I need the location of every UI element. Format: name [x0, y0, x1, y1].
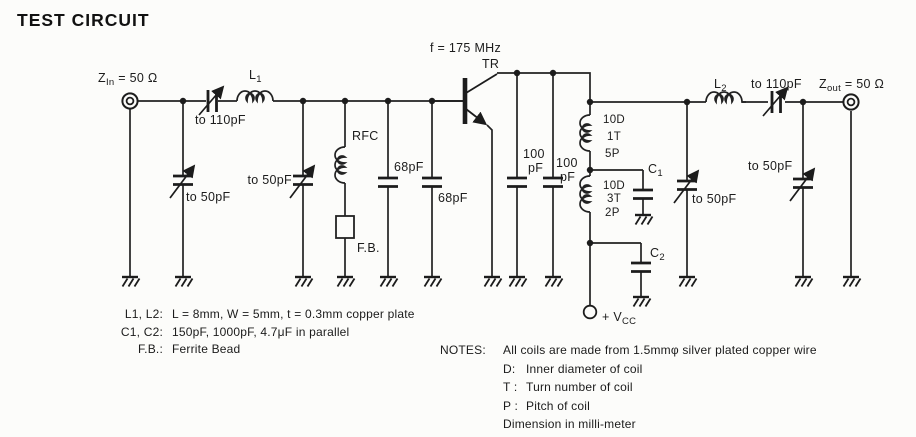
- capacitor-c2: [629, 261, 653, 273]
- vcc-terminal: [582, 304, 598, 320]
- inductor-l1: [236, 90, 274, 104]
- variable-capacitor-output-shunt-1: [673, 169, 700, 204]
- rfc-coil: [334, 146, 348, 184]
- legend-row-c1-c2: C1, C2: 150pF, 1000pF, 4.7μF in parallel: [112, 324, 415, 339]
- ferrite-bead-symbol: [335, 215, 355, 239]
- capacitor-c1: [631, 188, 655, 200]
- output-connector: [842, 93, 860, 111]
- page-title: TEST CIRCUIT: [17, 10, 150, 30]
- zout-label: Zout = 50 Ω: [819, 77, 884, 94]
- capacitor-100pf-1: [505, 176, 529, 188]
- coil-top-annotation: 10D 1T 5P: [603, 114, 625, 160]
- notes-key: D:: [503, 361, 516, 376]
- notes-head: NOTES: All coils are made from 1.5mmφ si…: [440, 344, 817, 357]
- wires: [129, 72, 852, 306]
- variable-capacitor-output-series: [762, 86, 789, 117]
- notes-intro: All coils are made from 1.5mmφ silver pl…: [503, 343, 817, 357]
- collector-coil-bottom: [579, 175, 593, 213]
- inductor-l2: [705, 91, 746, 105]
- notes-item-t: T : Turn number of coil: [503, 381, 817, 394]
- svg-text:5P: 5P: [605, 148, 620, 160]
- junction-dots: [179, 69, 807, 247]
- to-50pf-label-1: to 50pF: [186, 190, 231, 204]
- vcc-label: + VCC: [602, 310, 636, 327]
- capacitor-68pf-2: [420, 176, 444, 188]
- cap-100pf-label-1-line1: 100: [523, 147, 545, 161]
- ferrite-bead-label: F.B.: [357, 241, 380, 255]
- svg-text:2P: 2P: [605, 207, 620, 219]
- c1-label: C1: [648, 162, 663, 179]
- input-connector: [121, 92, 139, 110]
- legend-label: L1, L2:: [124, 307, 163, 321]
- coil-bottom-annotation: 10D 3T 2P: [603, 180, 625, 219]
- svg-text:10D: 10D: [603, 114, 625, 126]
- transistor-symbol: [432, 73, 498, 126]
- to-50pf-label-3: to 50pF: [692, 192, 737, 206]
- c2-label: C2: [650, 246, 665, 263]
- legend-label: C1, C2:: [120, 324, 163, 339]
- collector-coil-top: [579, 114, 593, 152]
- cap-100pf-label-1-line2: pF: [528, 161, 543, 175]
- legend-text: L = 8mm, W = 5mm, t = 0.3mm copper plate: [172, 307, 415, 321]
- legend-text: Ferrite Bead: [172, 342, 241, 357]
- zin-label: ZIn = 50 Ω: [98, 71, 158, 88]
- freq-label: f = 175 MHz: [430, 41, 501, 55]
- svg-text:1T: 1T: [607, 131, 621, 143]
- capacitor-68pf-1: [376, 176, 400, 188]
- notes-heading: NOTES:: [440, 343, 486, 357]
- rfc-label: RFC: [352, 129, 379, 143]
- cap-100pf-label-2-line1: 100: [556, 156, 578, 170]
- to-50pf-label-2: to 50pF: [248, 173, 293, 187]
- component-legend: L1, L2: L = 8mm, W = 5mm, t = 0.3mm copp…: [112, 308, 415, 361]
- notes-text: Inner diameter of coil: [526, 361, 643, 376]
- transistor-label: TR: [482, 57, 499, 71]
- variable-capacitor-input-series: [198, 85, 225, 116]
- legend-text: 150pF, 1000pF, 4.7μF in parallel: [172, 324, 350, 339]
- l1-label: L1: [249, 68, 262, 85]
- l2-label: L2: [714, 77, 727, 94]
- variable-capacitor-base-shunt: [289, 164, 316, 199]
- to-50pf-label-4: to 50pF: [748, 159, 793, 173]
- notes-text: Turn number of coil: [526, 380, 633, 394]
- notes-key: P :: [503, 398, 519, 413]
- notes-key: T :: [503, 380, 518, 394]
- variable-capacitor-output-shunt-2: [789, 167, 816, 202]
- notes-block: NOTES: All coils are made from 1.5mmφ si…: [440, 344, 817, 431]
- svg-text:3T: 3T: [607, 193, 621, 205]
- notes-footer: Dimension in milli-meter: [503, 417, 636, 431]
- to-110pf-label-input: to 110pF: [195, 113, 246, 127]
- cap-100pf-label-2-line2: pF: [560, 170, 575, 184]
- cap-68pf-label-1: 68pF: [394, 160, 424, 174]
- notes-item-p: P : Pitch of coil: [503, 398, 817, 413]
- notes-text: Pitch of coil: [526, 398, 590, 413]
- notes-item-d: D: Inner diameter of coil: [503, 361, 817, 376]
- legend-row-fb: F.B.: Ferrite Bead: [112, 343, 415, 356]
- svg-text:10D: 10D: [603, 180, 625, 192]
- to-110pf-label-output: to 110pF: [751, 77, 802, 91]
- legend-label: F.B.:: [137, 342, 163, 357]
- cap-68pf-label-2: 68pF: [438, 191, 468, 205]
- variable-capacitor-input-shunt: [169, 164, 196, 199]
- legend-row-l1-l2: L1, L2: L = 8mm, W = 5mm, t = 0.3mm copp…: [112, 308, 415, 321]
